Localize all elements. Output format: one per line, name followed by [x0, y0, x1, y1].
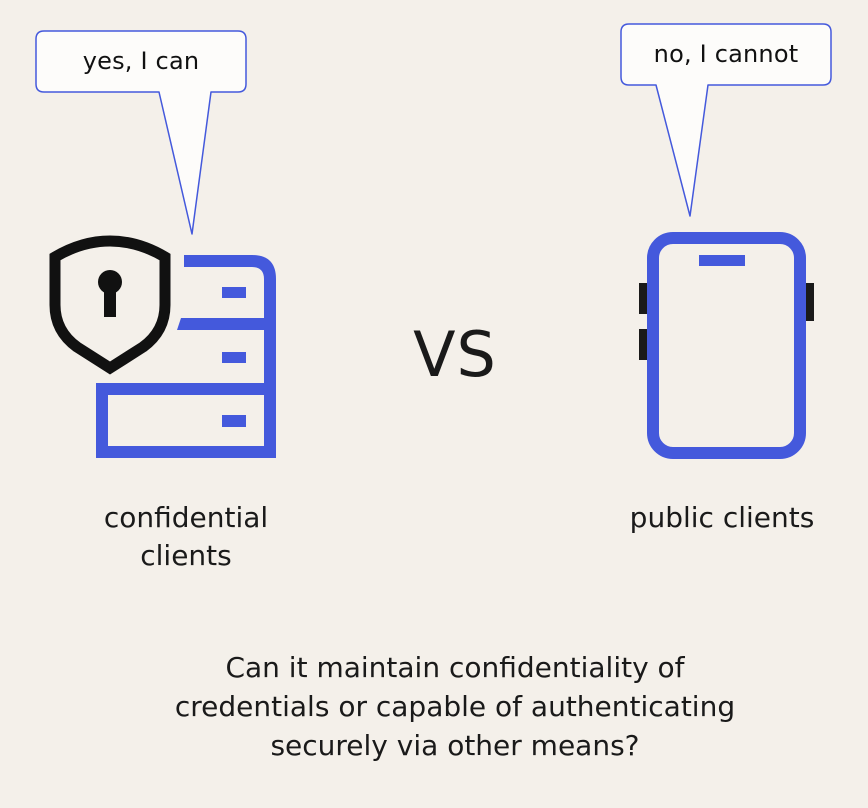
phone-side-button-2	[639, 329, 647, 360]
question-line-2: credentials or capable of authenticating	[174, 690, 736, 723]
vs-text: VS	[413, 318, 497, 391]
label-public-clients: public clients	[629, 501, 815, 534]
phone-notch	[699, 255, 745, 266]
bubble-text-left: yes, I can	[82, 47, 200, 75]
server-icon	[96, 255, 276, 458]
question-line-3: securely via other means?	[270, 729, 640, 762]
phone-side-button-1	[639, 283, 647, 314]
shield-lock-icon	[49, 235, 171, 375]
speech-bubble-left	[35, 30, 247, 235]
server-slot-3	[222, 415, 246, 427]
question-text: Can it maintain confidentiality of crede…	[100, 648, 810, 765]
label-line-2: clients	[140, 539, 232, 572]
label-confidential-clients: confidential clients	[66, 499, 306, 575]
speech-bubble-right	[620, 23, 832, 217]
server-slot-2	[222, 352, 246, 363]
mobile-phone-icon	[639, 232, 814, 459]
server-slot-1	[222, 287, 246, 298]
phone-side-button-3	[806, 283, 814, 321]
question-line-1: Can it maintain confidentiality of	[225, 651, 685, 684]
bubble-text-right: no, I cannot	[653, 40, 799, 68]
label-line-1: confidential	[103, 501, 269, 534]
